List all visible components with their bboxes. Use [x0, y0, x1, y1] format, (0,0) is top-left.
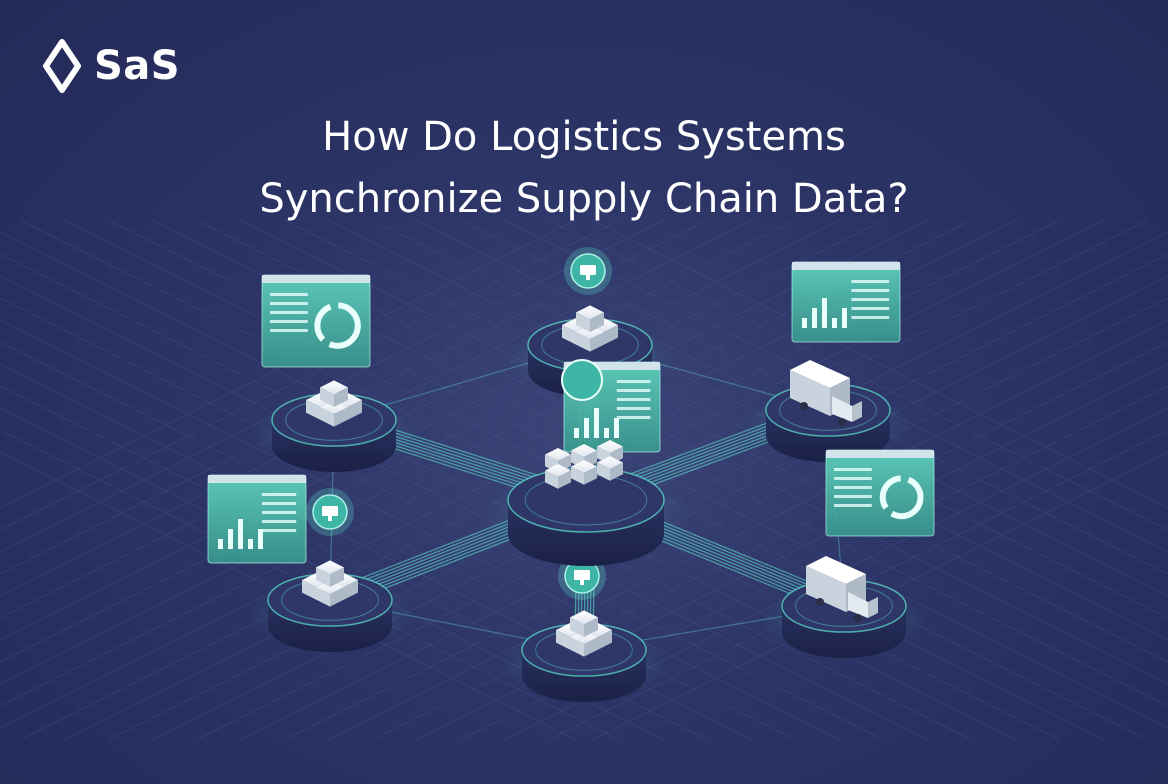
hub-status-icon — [561, 359, 603, 401]
title-line-2: Synchronize Supply Chain Data? — [259, 176, 909, 222]
brand-logo: SaS — [42, 38, 180, 94]
node-upper-left — [250, 274, 418, 473]
page-title: How Do Logistics Systems Synchronize Sup… — [0, 106, 1168, 230]
brand-name: SaS — [94, 43, 181, 89]
node-upper-right — [744, 261, 912, 463]
central-warehouse-hub — [480, 359, 692, 566]
title-line-1: How Do Logistics Systems — [322, 114, 846, 160]
node-lower-left — [207, 474, 414, 653]
node-lower-right — [760, 449, 935, 659]
diamond-outline-icon — [43, 39, 81, 93]
network-nodes — [207, 247, 935, 703]
